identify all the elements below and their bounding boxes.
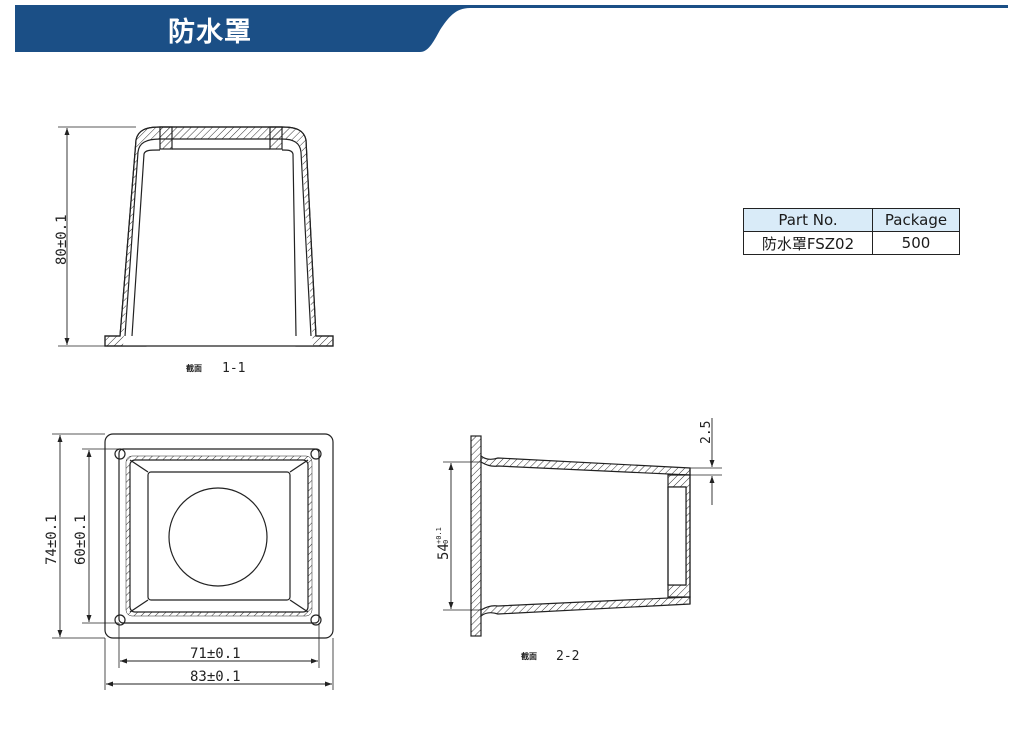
cell-part-no: 防水罩FSZ02 <box>743 231 873 255</box>
header-package: Package <box>872 208 960 232</box>
section-1-1-view <box>58 126 334 347</box>
section-2-id: 2-2 <box>556 649 579 664</box>
dim-wall-label: 2.5 <box>699 421 714 444</box>
section-1-label: 截面 <box>186 363 202 373</box>
top-view <box>52 433 334 690</box>
header-banner <box>15 5 1008 52</box>
dim-outer-width-label: 83±0.1 <box>190 669 241 685</box>
header-part-no: Part No. <box>743 208 873 232</box>
table-row: 防水罩FSZ02 500 <box>743 231 960 255</box>
dim-outer-height-label: 74±0.1 <box>44 514 60 565</box>
table-header-row: Part No. Package <box>743 208 960 232</box>
part-table: Part No. Package 防水罩FSZ02 500 <box>743 208 960 255</box>
dim-diameter-label: 54 <box>436 543 452 560</box>
section-1-id: 1-1 <box>222 361 245 376</box>
section-2-2-view <box>443 418 722 637</box>
dim-diameter-tolerance: +0.1 <box>435 527 443 544</box>
dim-inner-width-label: 71±0.1 <box>190 646 241 662</box>
section-2-label: 截面 <box>521 651 537 661</box>
page-title: 防水罩 <box>168 17 252 48</box>
dim-height-label: 80±0.1 <box>54 214 70 265</box>
dim-inner-height-label: 60±0.1 <box>73 514 89 565</box>
cell-package: 500 <box>872 231 960 255</box>
dim-diameter-tolerance-low: 0 <box>442 540 450 544</box>
